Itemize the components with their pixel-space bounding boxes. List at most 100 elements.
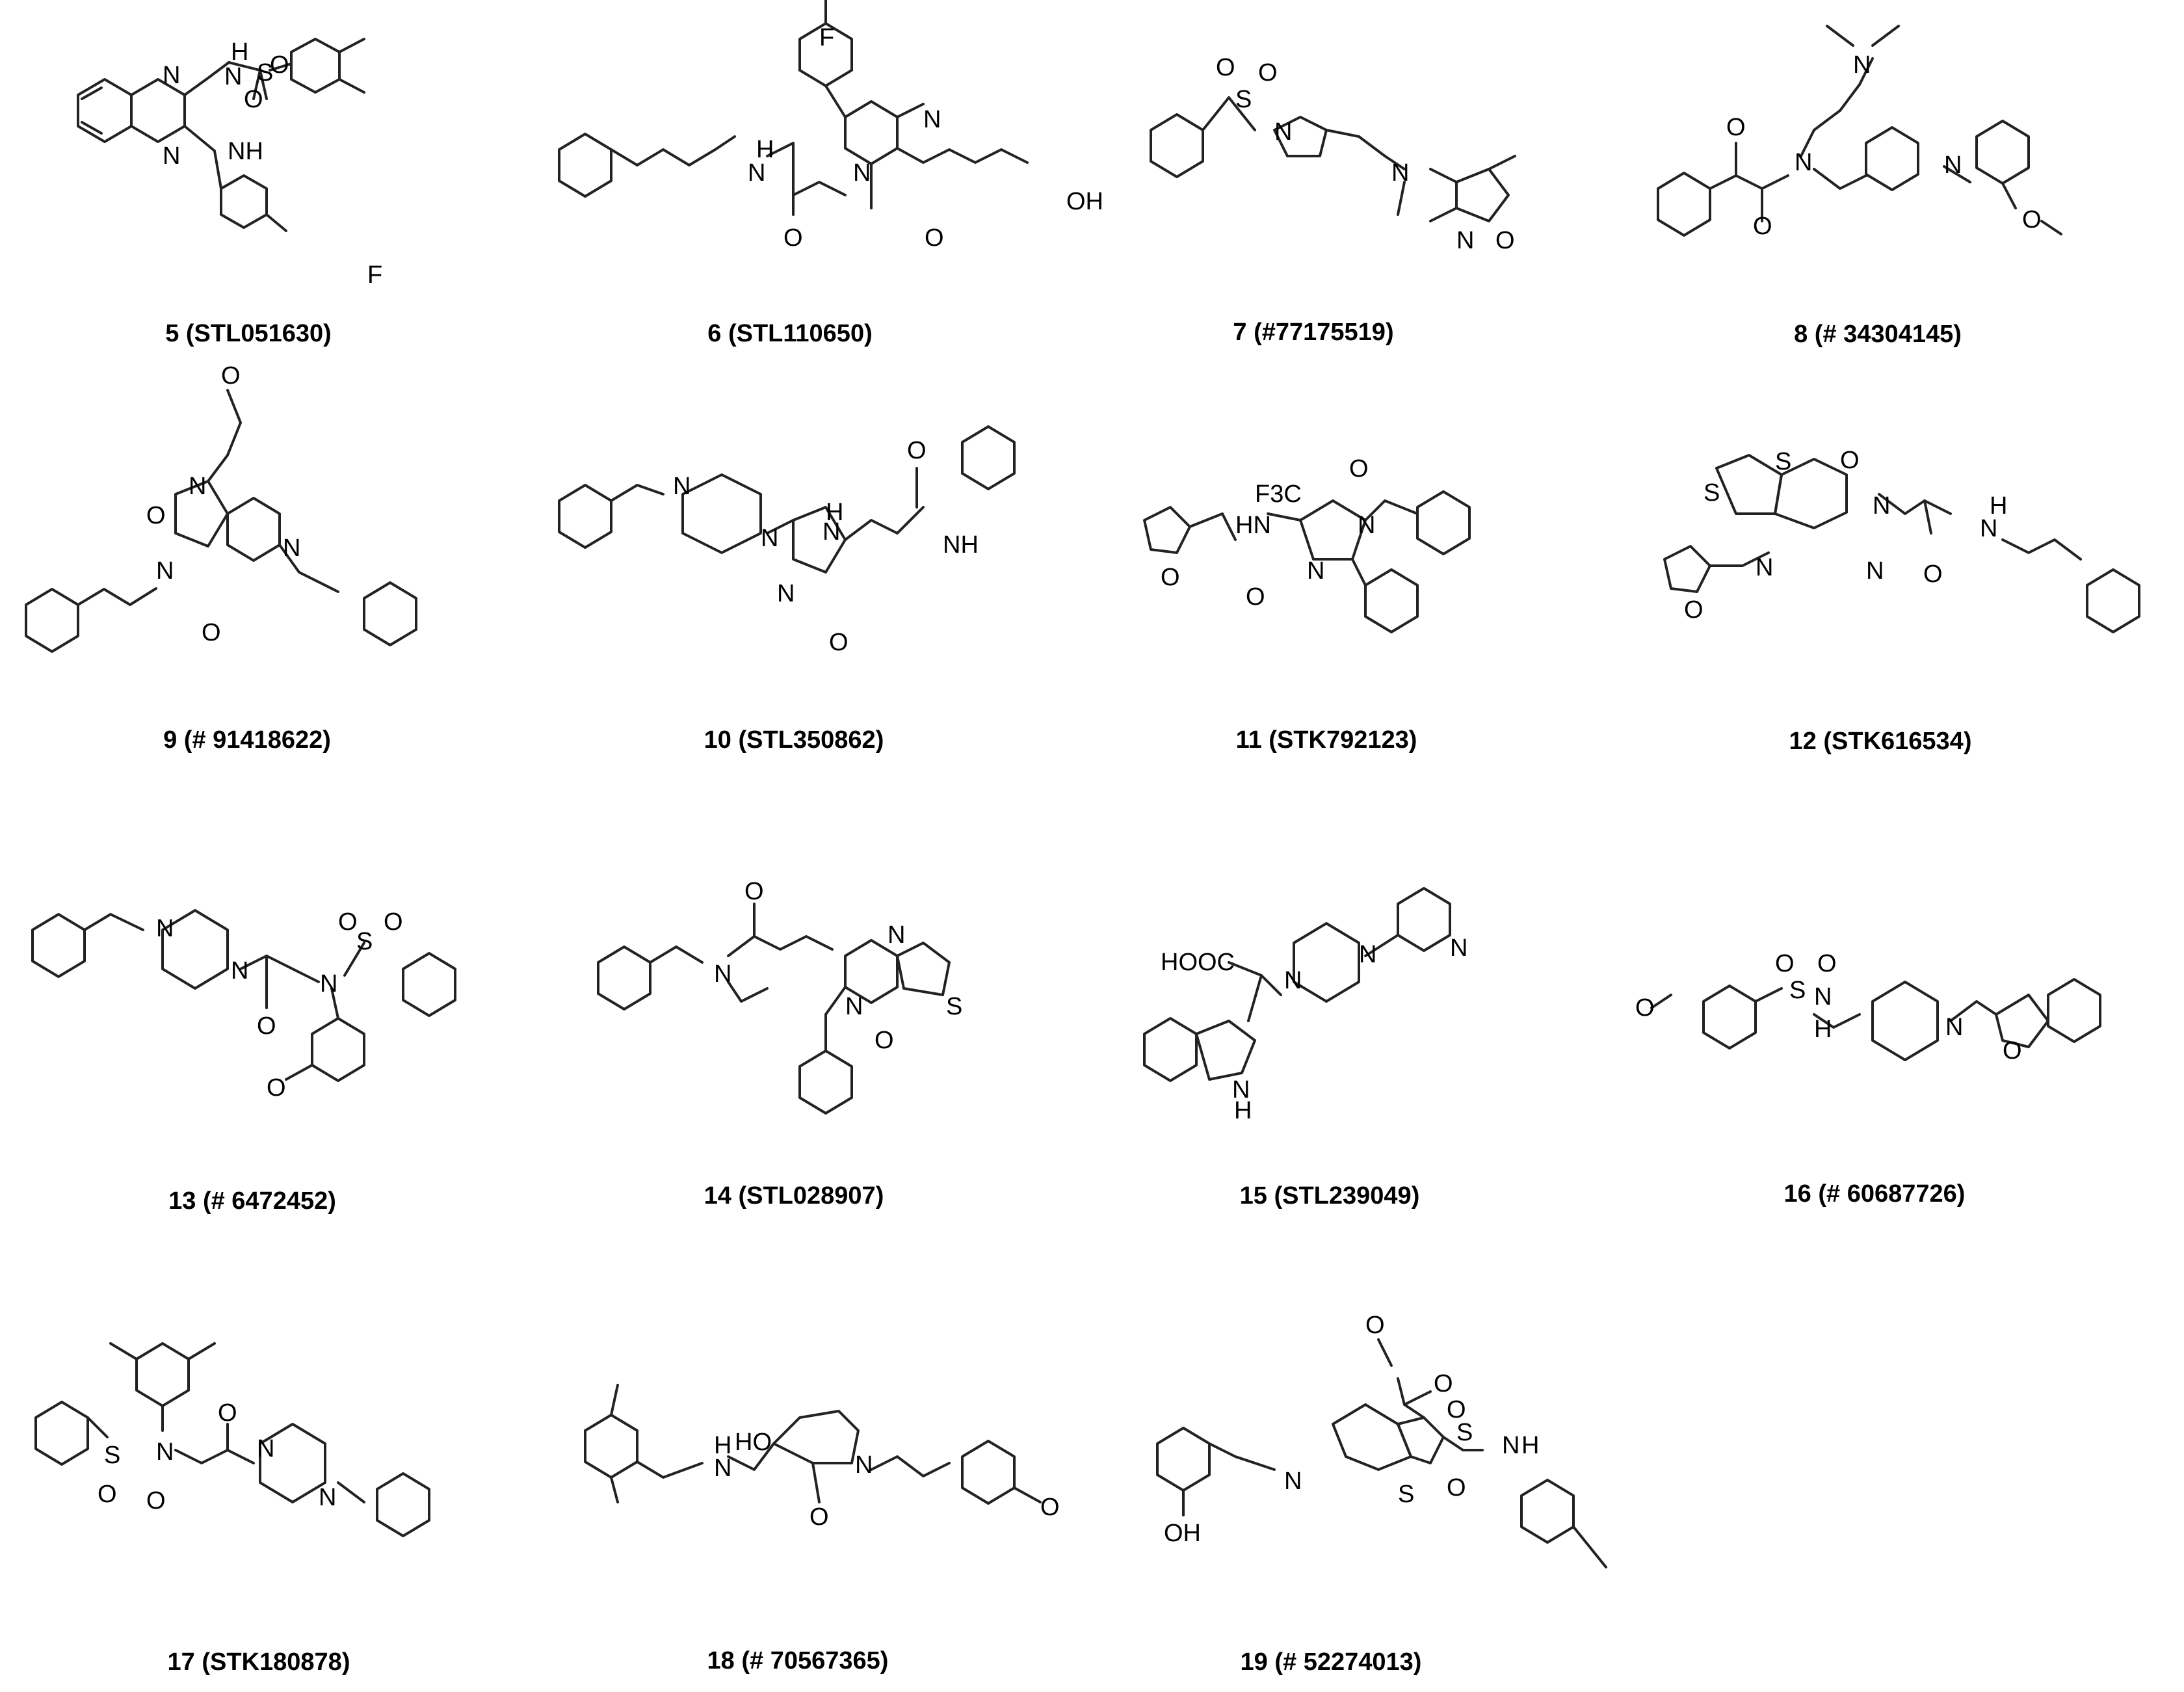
svg-text:N: N [1853, 51, 1871, 79]
svg-text:S: S [946, 993, 962, 1020]
svg-text:O: O [270, 51, 289, 79]
svg-text:N: N [923, 106, 941, 133]
svg-text:N: N [1795, 149, 1812, 176]
svg-text:N: N [777, 580, 795, 607]
svg-text:N: N [1450, 934, 1467, 962]
svg-text:O: O [221, 362, 241, 390]
compound-label-7: 7 (#77175519) [1233, 319, 1394, 346]
svg-text:N: N [156, 915, 174, 942]
compound-label-5: 5 (STL051630) [165, 320, 332, 347]
structure-10 [558, 425, 1016, 574]
svg-text:O: O [146, 1487, 166, 1514]
svg-text:N: N [1391, 159, 1409, 187]
svg-text:N: N [156, 557, 174, 585]
compound-label-19: 19 (# 52274013) [1240, 1648, 1422, 1676]
svg-text:S: S [1398, 1481, 1414, 1508]
svg-text:O: O [783, 224, 803, 252]
svg-text:N: N [888, 921, 905, 949]
svg-text:O: O [1216, 54, 1235, 81]
svg-text:OH: OH [1164, 1520, 1201, 1547]
compound-label-18: 18 (# 70567365) [707, 1647, 889, 1674]
svg-text:H: H [714, 1432, 731, 1459]
svg-text:N: N [714, 960, 731, 988]
structure-12 [1663, 454, 2140, 633]
svg-text:N: N [231, 957, 248, 985]
svg-text:S: S [1775, 448, 1791, 475]
svg-text:O: O [202, 619, 221, 646]
svg-text:N: N [1358, 512, 1375, 539]
structure-17 [34, 1342, 430, 1537]
svg-text:S: S [1704, 479, 1720, 507]
svg-text:O: O [2022, 206, 2042, 233]
svg-text:H: H [1814, 1016, 1832, 1043]
svg-text:N: N [163, 62, 180, 89]
atom-labels-5: N N H N S O O NH F [163, 38, 382, 289]
svg-text:NH: NH [943, 531, 979, 559]
svg-text:N: N [845, 993, 863, 1020]
svg-text:F: F [367, 261, 382, 289]
svg-text:N: N [1873, 492, 1890, 520]
atom-labels-6: F N H N O N O OH [748, 24, 1103, 252]
compound-label-10: 10 (STL350862) [704, 726, 884, 754]
svg-text:O: O [907, 437, 927, 464]
atom-labels-9: O O N N O N [146, 362, 300, 646]
svg-text:N: N [1980, 515, 1997, 542]
svg-text:N: N [1307, 557, 1324, 585]
svg-text:S: S [257, 59, 273, 86]
atom-labels-11: O F3C HN N N O O [1161, 455, 1375, 611]
atom-labels-10: N N H N N O NH O [673, 437, 979, 656]
atom-labels-13: N N O S O N O O [156, 908, 403, 1102]
svg-text:O: O [1817, 950, 1837, 977]
svg-text:N: N [853, 159, 871, 187]
svg-text:O: O [1161, 564, 1180, 591]
svg-text:O: O [338, 908, 358, 936]
svg-text:O: O [809, 1503, 829, 1531]
svg-text:O: O [1447, 1396, 1466, 1423]
structure-7 [1150, 96, 1516, 222]
atom-labels-15: HOOC N N N N H [1161, 934, 1467, 1124]
structure-9 [25, 389, 417, 653]
svg-text:N: N [319, 1484, 336, 1511]
structure-5 [77, 38, 365, 232]
svg-text:H: H [1521, 1432, 1539, 1459]
structure-15 [1143, 887, 1451, 1082]
compound-label-6: 6 (STL110650) [707, 320, 873, 347]
atom-labels-14: O N N N O S [714, 878, 962, 1054]
svg-text:O: O [1246, 583, 1265, 611]
svg-text:O: O [1753, 213, 1772, 240]
svg-text:N: N [1866, 557, 1884, 585]
compound-label-17: 17 (STK180878) [167, 1648, 350, 1676]
svg-text:N: N [1274, 118, 1292, 146]
svg-text:O: O [257, 1012, 276, 1040]
svg-text:N: N [283, 535, 300, 562]
svg-text:H: H [1990, 492, 2007, 520]
structure-14 [597, 903, 951, 1115]
svg-text:N: N [714, 1455, 731, 1482]
svg-text:O: O [875, 1027, 894, 1054]
svg-text:O: O [1434, 1370, 1453, 1397]
atom-labels-17: S N O O O N N [98, 1399, 336, 1514]
structure-16 [1650, 978, 2101, 1061]
compound-label-16: 16 (# 60687726) [1783, 1180, 1966, 1208]
svg-text:O: O [1684, 596, 1704, 624]
svg-text:F: F [819, 24, 834, 51]
structure-6 [558, 0, 1029, 216]
svg-text:S: S [356, 928, 373, 955]
compound-label-12: 12 (STK616534) [1789, 728, 1972, 755]
compound-label-8: 8 (# 34304145) [1794, 321, 1962, 348]
svg-text:N: N [1945, 1014, 1963, 1041]
svg-text:O: O [1040, 1494, 1060, 1521]
svg-text:H: H [231, 38, 248, 66]
svg-text:O: O [1840, 447, 1860, 474]
svg-text:O: O [218, 1399, 237, 1427]
svg-text:N: N [1359, 941, 1376, 968]
svg-text:S: S [1235, 86, 1252, 113]
svg-text:N: N [1944, 152, 1962, 179]
structure-11 [1143, 490, 1471, 633]
svg-text:O: O [267, 1074, 286, 1102]
atom-labels-19: O O N S O O N H OH S [1164, 1312, 1539, 1547]
svg-text:O: O [1775, 950, 1795, 977]
svg-text:O: O [1447, 1474, 1466, 1501]
svg-text:O: O [925, 224, 944, 252]
